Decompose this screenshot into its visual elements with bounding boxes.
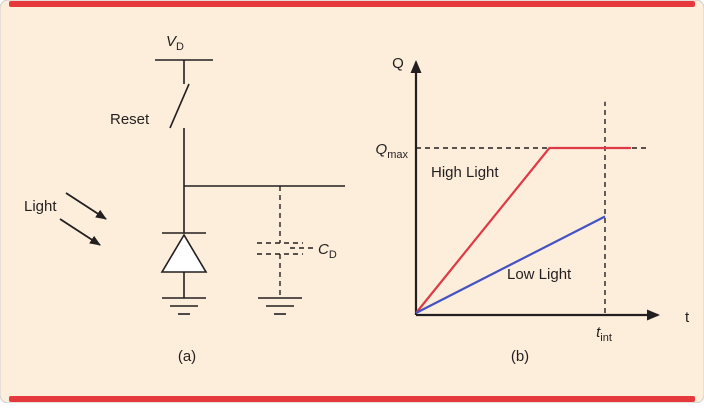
reset-switch: [169, 83, 190, 129]
qmax-label: Qmax: [376, 141, 409, 161]
charge-time-chart: Q t Qmax tint High Light Low Light (b): [376, 55, 690, 365]
photodiode-ground-icon: [162, 297, 206, 315]
supply-voltage-label: VD: [166, 33, 184, 53]
photodiode-icon: [160, 232, 208, 298]
reset-label: Reset: [110, 111, 150, 128]
bottom-accent-bar: [9, 396, 695, 402]
low-light-curve: [415, 215, 606, 314]
light-arrow-1-icon: [65, 192, 107, 220]
light-label: Light: [24, 198, 57, 215]
circuit-diagram: VD Reset Light: [24, 33, 345, 365]
capacitor-label: CD: [318, 241, 337, 261]
capacitor-ground-icon: [258, 297, 302, 315]
y-axis-label: Q: [392, 55, 404, 72]
x-axis-label: t: [685, 309, 690, 326]
low-light-series-label: Low Light: [507, 266, 572, 283]
tint-label: tint: [596, 324, 612, 344]
light-arrow-2-icon: [59, 218, 101, 246]
high-light-series-label: High Light: [431, 164, 499, 181]
caption-a: (a): [178, 348, 196, 365]
capacitor-cd-icon: [257, 186, 314, 298]
high-light-curve: [415, 146, 631, 314]
top-accent-bar: [9, 1, 695, 7]
caption-b: (b): [511, 348, 529, 365]
